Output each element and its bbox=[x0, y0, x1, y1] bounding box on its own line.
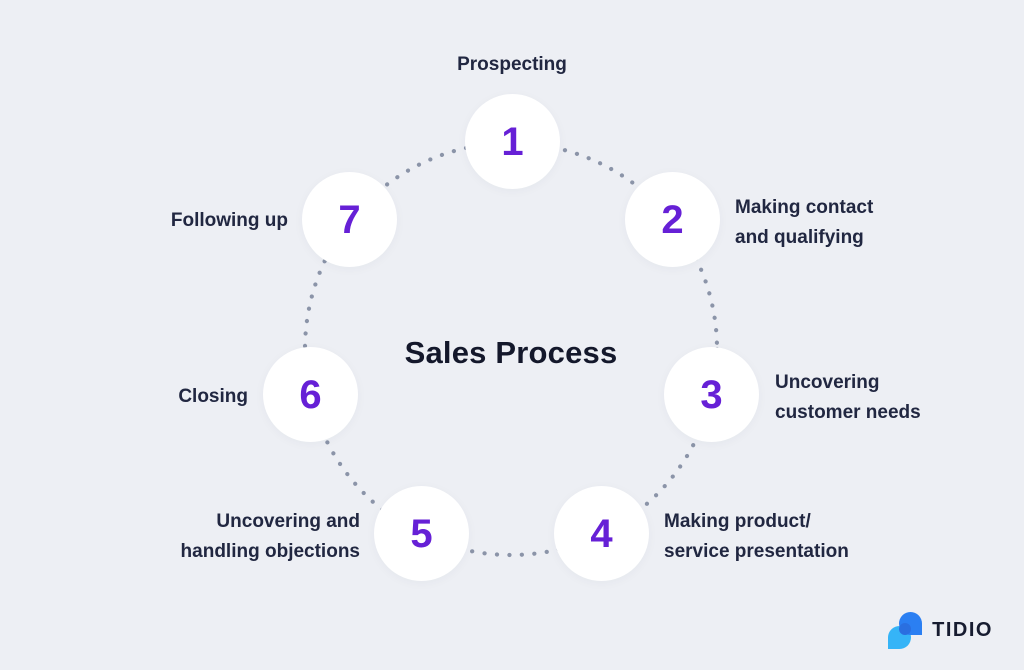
step-number-7: 7 bbox=[338, 197, 361, 242]
step-number-4: 4 bbox=[590, 511, 613, 556]
diagram-title: Sales Process bbox=[404, 335, 618, 370]
step-circle-3: 3 bbox=[664, 347, 759, 442]
step-label-closing: Closing bbox=[178, 386, 248, 407]
step-label-following-up: Following up bbox=[170, 210, 288, 231]
tidio-logo: TIDIO bbox=[888, 612, 993, 649]
step-number-1: 1 bbox=[501, 119, 524, 164]
step-circle-2: 2 bbox=[625, 172, 720, 267]
step-number-3: 3 bbox=[700, 372, 723, 417]
step-number-5: 5 bbox=[410, 511, 433, 556]
step-circle-4: 4 bbox=[554, 486, 649, 581]
chat-bubble-overlap-icon bbox=[899, 623, 912, 635]
step-label-uncovering-needs: Uncovering customer needs bbox=[775, 372, 921, 423]
step-circle-7: 7 bbox=[302, 172, 397, 267]
step-number-2: 2 bbox=[661, 197, 684, 242]
step-number-6: 6 bbox=[299, 372, 322, 417]
step-label-handling-objections: Uncovering and handling objections bbox=[180, 511, 360, 562]
step-circle-5: 5 bbox=[374, 486, 469, 581]
step-label-product-presentation: Making product/ service presentation bbox=[664, 511, 849, 562]
tidio-logo-text: TIDIO bbox=[932, 619, 993, 641]
chat-bubbles-icon bbox=[888, 612, 923, 649]
step-circle-6: 6 bbox=[263, 347, 358, 442]
step-circle-1: 1 bbox=[465, 94, 560, 189]
step-label-making-contact: Making contact and qualifying bbox=[735, 197, 874, 248]
step-label-prospecting: Prospecting bbox=[457, 54, 567, 75]
